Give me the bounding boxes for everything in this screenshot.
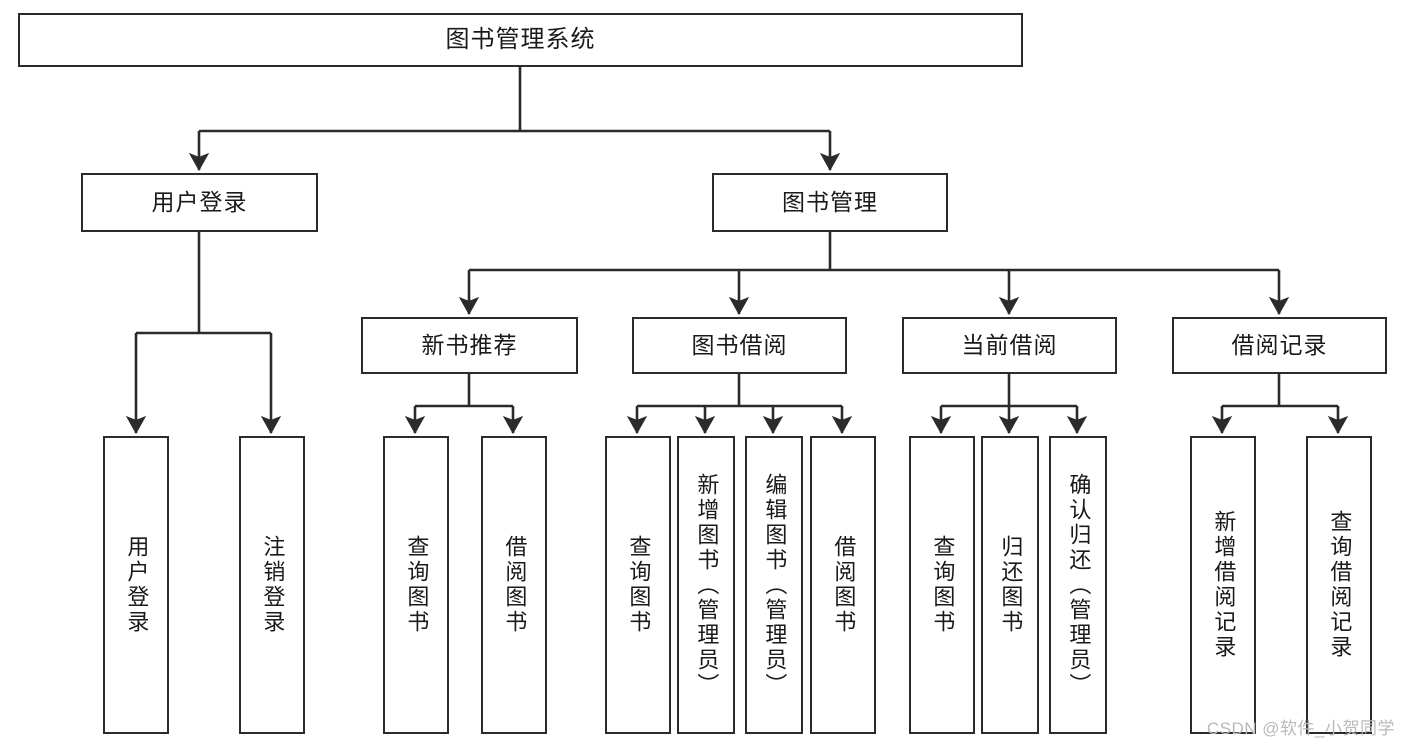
node-label: 确认归还（管理员） bbox=[1066, 472, 1092, 698]
node-book-manage[interactable]: 图书管理 bbox=[712, 173, 948, 232]
node-new-book-recommend[interactable]: 新书推荐 bbox=[361, 317, 578, 374]
node-leaf-add-book[interactable]: 新增图书（管理员） bbox=[677, 436, 735, 734]
node-label: 用户登录 bbox=[124, 535, 150, 635]
node-label: 注销登录 bbox=[260, 535, 286, 635]
node-label: 图书管理 bbox=[782, 189, 878, 216]
node-leaf-confirm-return[interactable]: 确认归还（管理员） bbox=[1049, 436, 1107, 734]
node-leaf-add-record[interactable]: 新增借阅记录 bbox=[1190, 436, 1256, 734]
node-leaf-user-login[interactable]: 用户登录 bbox=[103, 436, 169, 734]
node-label: 新书推荐 bbox=[421, 332, 518, 359]
node-current-borrow[interactable]: 当前借阅 bbox=[902, 317, 1117, 374]
node-label: 用户登录 bbox=[151, 189, 248, 216]
node-label: 编辑图书（管理员） bbox=[762, 472, 788, 698]
node-label: 查询图书 bbox=[626, 535, 652, 635]
node-leaf-query-record[interactable]: 查询借阅记录 bbox=[1306, 436, 1372, 734]
node-label: 借阅图书 bbox=[502, 535, 528, 635]
node-leaf-query-book-1[interactable]: 查询图书 bbox=[383, 436, 449, 734]
node-label: 借阅记录 bbox=[1231, 332, 1328, 359]
node-leaf-borrow-book-1[interactable]: 借阅图书 bbox=[481, 436, 547, 734]
node-user-login[interactable]: 用户登录 bbox=[81, 173, 318, 232]
node-label: 归还图书 bbox=[998, 535, 1024, 635]
node-label: 图书借阅 bbox=[691, 332, 788, 359]
node-label: 图书管理系统 bbox=[445, 26, 596, 54]
node-leaf-return-book[interactable]: 归还图书 bbox=[981, 436, 1039, 734]
node-label: 新增图书（管理员） bbox=[694, 472, 720, 698]
node-leaf-borrow-book-2[interactable]: 借阅图书 bbox=[810, 436, 876, 734]
node-label: 查询图书 bbox=[930, 535, 956, 635]
node-label: 新增借阅记录 bbox=[1211, 510, 1237, 660]
node-borrow-record[interactable]: 借阅记录 bbox=[1172, 317, 1387, 374]
node-book-borrow[interactable]: 图书借阅 bbox=[632, 317, 847, 374]
node-label: 查询图书 bbox=[404, 535, 430, 635]
node-leaf-query-book-2[interactable]: 查询图书 bbox=[605, 436, 671, 734]
node-book-management-system[interactable]: 图书管理系统 bbox=[18, 13, 1023, 67]
node-label: 当前借阅 bbox=[961, 332, 1058, 359]
node-leaf-user-logout[interactable]: 注销登录 bbox=[239, 436, 305, 734]
node-label: 借阅图书 bbox=[831, 535, 857, 635]
node-leaf-query-book-3[interactable]: 查询图书 bbox=[909, 436, 975, 734]
node-label: 查询借阅记录 bbox=[1327, 510, 1353, 660]
node-leaf-edit-book[interactable]: 编辑图书（管理员） bbox=[745, 436, 803, 734]
csdn-watermark: CSDN @软件_小贺同学 bbox=[1206, 719, 1395, 738]
